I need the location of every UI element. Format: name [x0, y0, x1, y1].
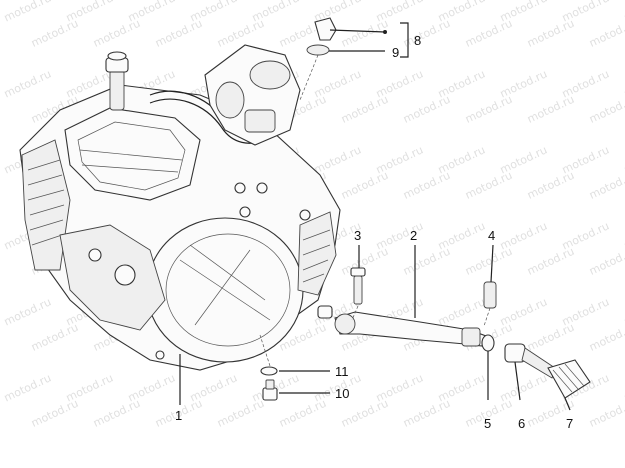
watermark-text: motod.ru	[587, 245, 625, 278]
watermark-text: motod.ru	[91, 17, 142, 50]
watermark-text: motod.ru	[622, 0, 625, 24]
watermark-text: motod.ru	[401, 93, 452, 126]
callout-6: 6	[518, 416, 525, 431]
washer-11	[260, 366, 278, 376]
watermark-text: motod.ru	[2, 371, 53, 404]
watermark-text: motod.ru	[2, 0, 53, 24]
breather-fitting	[299, 17, 386, 101]
watermark-text: motod.ru	[29, 17, 80, 50]
watermark-text: motod.ru	[2, 295, 53, 328]
watermark-text: motod.ru	[153, 17, 204, 50]
watermark-text: motod.ru	[401, 245, 452, 278]
watermark-text: motod.ru	[587, 93, 625, 126]
watermark-text: motod.ru	[277, 397, 328, 430]
callout-7: 7	[566, 416, 573, 431]
callout-9: 9	[392, 45, 399, 60]
callout-1: 1	[175, 408, 182, 423]
washer-5	[481, 334, 495, 352]
callout-8: 8	[414, 33, 421, 48]
watermark-text: motod.ru	[525, 93, 576, 126]
watermark-text: motod.ru	[401, 169, 452, 202]
watermark-text: motod.ru	[339, 169, 390, 202]
watermark-text: motod.ru	[587, 321, 625, 354]
watermark-text: motod.ru	[339, 93, 390, 126]
callout-11: 11	[335, 364, 349, 379]
watermark-text: motod.ru	[525, 321, 576, 354]
callout-4: 4	[488, 228, 495, 243]
watermark-text: motod.ru	[463, 93, 514, 126]
engine-assembly	[19, 44, 341, 371]
callout-5: 5	[484, 416, 491, 431]
watermark-text: motod.ru	[2, 67, 53, 100]
shaft-6	[504, 343, 556, 379]
watermark-text: motod.ru	[29, 397, 80, 430]
watermark-text: motod.ru	[525, 17, 576, 50]
watermark-text: motod.ru	[401, 17, 452, 50]
watermark-text: motod.ru	[463, 169, 514, 202]
callout-2: 2	[410, 228, 417, 243]
watermark-text: motod.ru	[29, 321, 80, 354]
watermark-text: motod.ru	[587, 17, 625, 50]
watermark-text: motod.ru	[463, 17, 514, 50]
watermark-text: motod.ru	[463, 245, 514, 278]
watermark-text: motod.ru	[587, 397, 625, 430]
watermark-text: motod.ru	[215, 17, 266, 50]
watermark-text: motod.ru	[525, 245, 576, 278]
callout-3: 3	[354, 228, 361, 243]
watermark-text: motod.ru	[525, 169, 576, 202]
bolt-3	[350, 267, 366, 321]
watermark-text: motod.ru	[215, 397, 266, 430]
callout-10: 10	[335, 386, 349, 401]
watermark-text: motod.ru	[587, 169, 625, 202]
watermark-text: motod.ru	[339, 17, 390, 50]
pin-4	[483, 281, 497, 327]
drain-plug-10	[262, 379, 278, 401]
watermark-text: motod.ru	[91, 397, 142, 430]
watermark-text: motod.ru	[339, 397, 390, 430]
rubber-7	[547, 359, 591, 399]
watermark-text: motod.ru	[401, 397, 452, 430]
